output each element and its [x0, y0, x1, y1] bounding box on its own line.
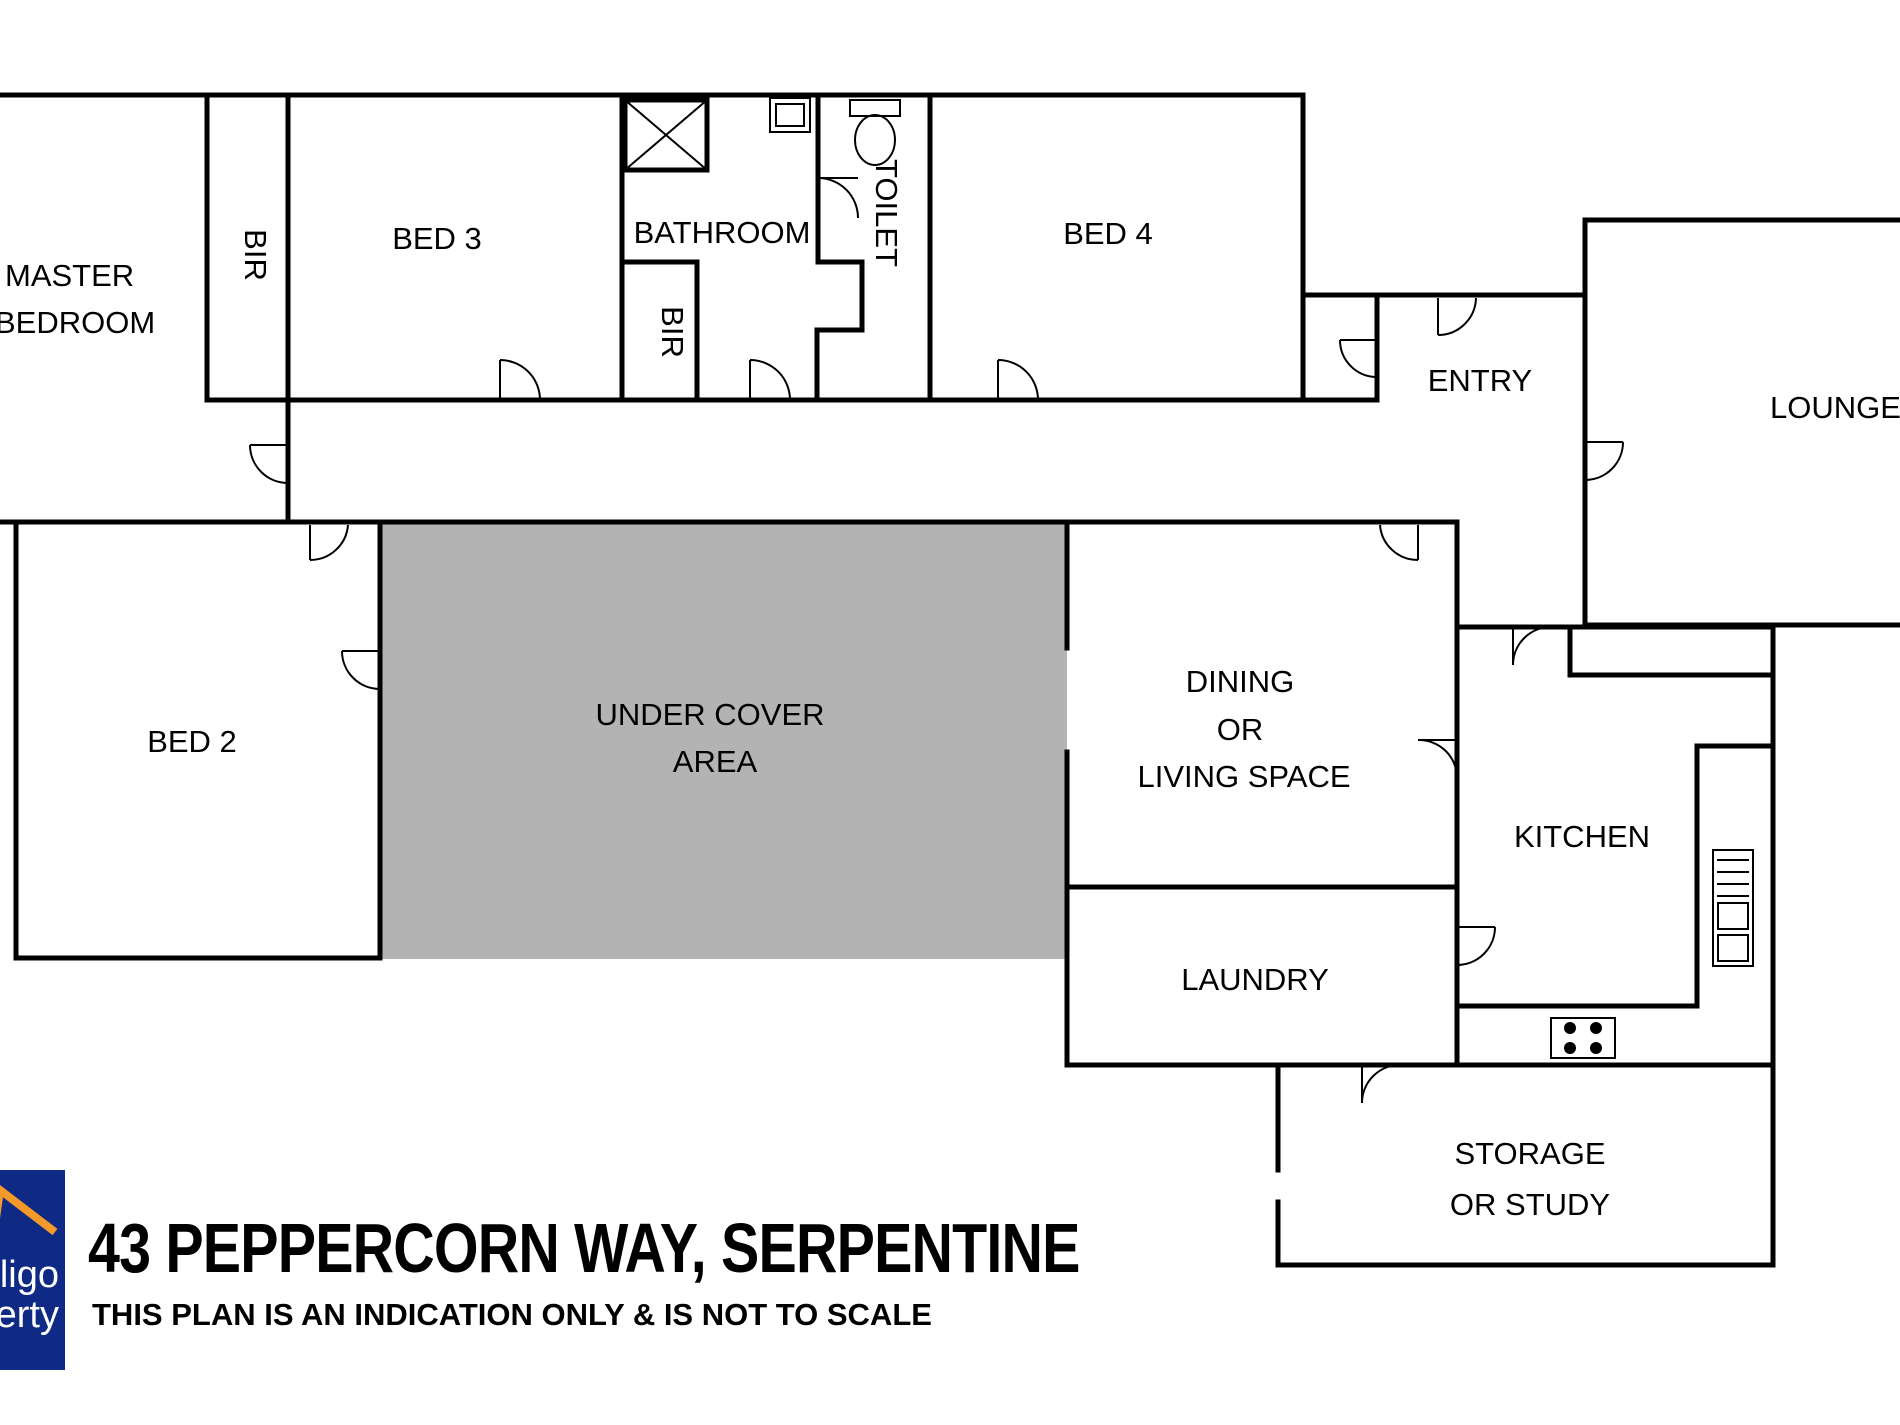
label-under-cover-1: UNDER COVER [595, 697, 824, 732]
label-bed-4: BED 4 [1063, 216, 1153, 251]
skylight [622, 97, 710, 173]
label-kitchen: KITCHEN [1514, 819, 1650, 854]
scale-disclaimer: THIS PLAN IS AN INDICATION ONLY & IS NOT… [92, 1297, 932, 1332]
toilet-cistern [849, 99, 901, 117]
roof-icon [0, 1184, 58, 1236]
doors [249, 177, 1624, 1104]
walls [0, 92, 1900, 1268]
label-entry: ENTRY [1428, 363, 1533, 398]
vanity [769, 97, 811, 133]
label-under-cover-2: AREA [673, 744, 758, 779]
room-labels: MASTER BEDROOM BIR BED 3 BATHROOM BIR TO… [0, 159, 1900, 1222]
label-dining-1: DINING [1186, 664, 1295, 699]
label-bir-2: BIR [655, 306, 690, 358]
label-master-1: MASTER [5, 258, 134, 293]
label-bed-3: BED 3 [392, 221, 482, 256]
label-dining-2: OR [1217, 712, 1264, 747]
label-laundry: LAUNDRY [1181, 962, 1329, 997]
label-bathroom: BATHROOM [634, 215, 811, 250]
logo-text-2: erty [0, 1294, 59, 1336]
property-address: 43 PEPPERCORN WAY, SERPENTINE [88, 1209, 1080, 1287]
cooktop [1550, 1017, 1616, 1059]
label-lounge: LOUNGE [1770, 390, 1900, 425]
label-storage-2: OR STUDY [1450, 1187, 1610, 1222]
label-bir-1: BIR [238, 229, 273, 281]
logo-text-1: ligo [0, 1254, 59, 1296]
label-bed-2: BED 2 [147, 724, 237, 759]
toilet-bowl [854, 114, 896, 166]
label-dining-3: LIVING SPACE [1137, 759, 1350, 794]
label-toilet: TOILET [869, 159, 904, 267]
label-storage-1: STORAGE [1454, 1136, 1605, 1171]
fixtures [622, 97, 1754, 1059]
under-cover-area [382, 522, 1067, 959]
sink [1712, 849, 1754, 967]
agency-logo: ligo erty [0, 1170, 65, 1370]
label-master-2: BEDROOM [0, 305, 155, 340]
